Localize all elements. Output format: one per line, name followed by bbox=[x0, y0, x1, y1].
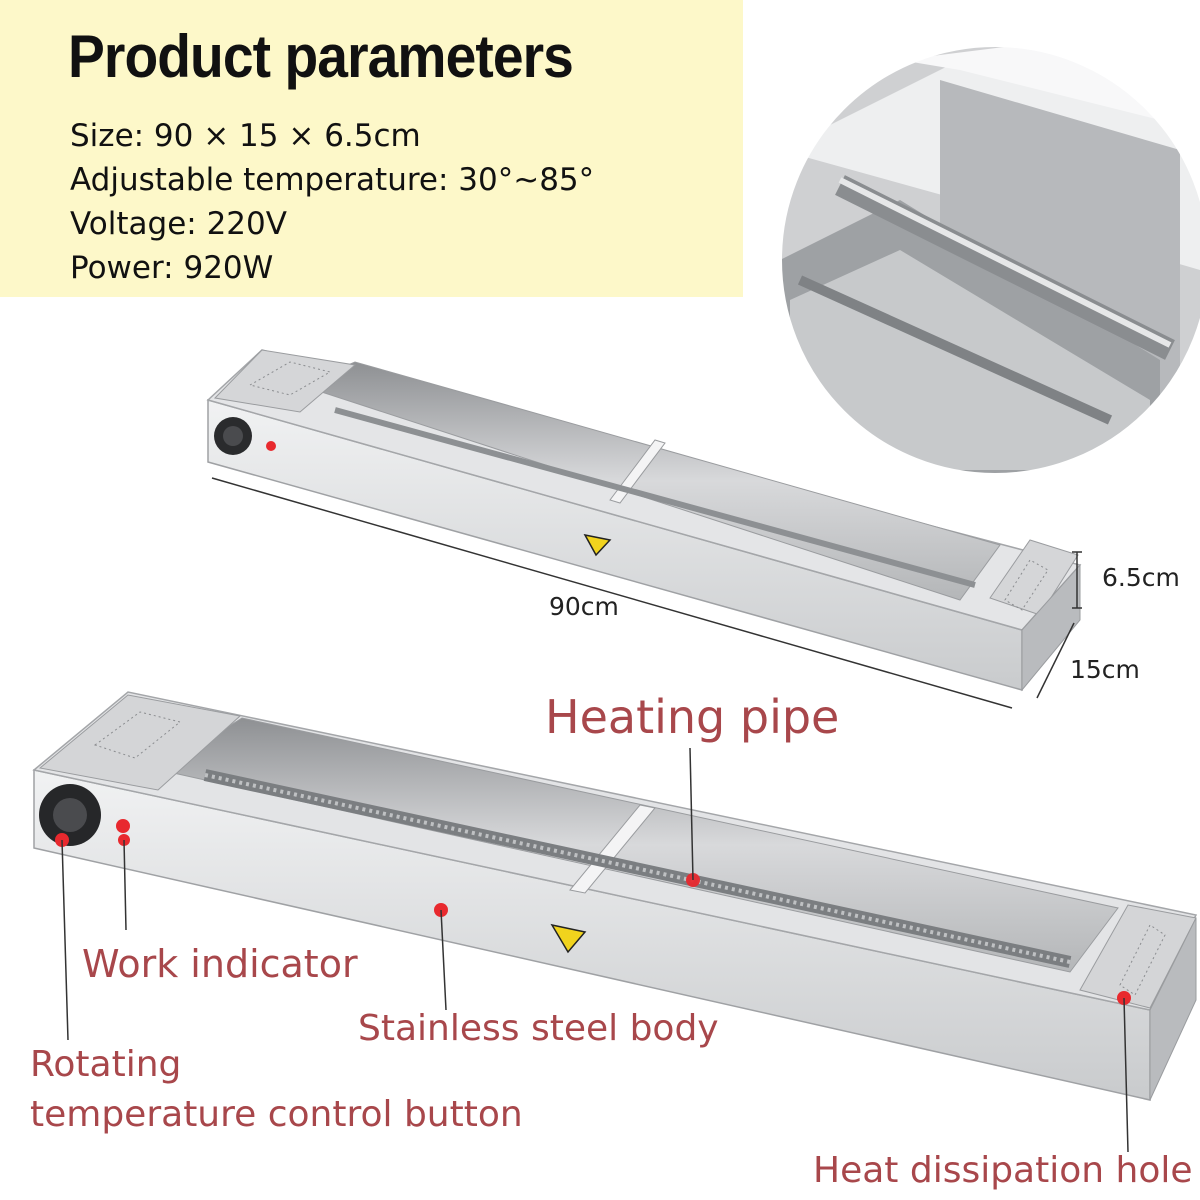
heat-hole-label: Heat dissipation hole bbox=[813, 1150, 1193, 1191]
parameters-panel: Product parameters Size: 90 × 15 × 6.5cm… bbox=[0, 0, 743, 297]
closeup-inset bbox=[778, 43, 1200, 477]
heating-pipe-label: Heating pipe bbox=[545, 690, 840, 744]
indicator-light-icon bbox=[266, 441, 276, 451]
param-temperature: Adjustable temperature: 30°~85° bbox=[70, 162, 595, 198]
control-button-label-2: temperature control button bbox=[30, 1094, 523, 1135]
height-label: 6.5cm bbox=[1102, 563, 1180, 592]
length-label: 90cm bbox=[549, 592, 619, 621]
control-button-label-1: Rotating bbox=[30, 1044, 182, 1085]
width-label: 15cm bbox=[1070, 655, 1140, 684]
param-size: Size: 90 × 15 × 6.5cm bbox=[70, 118, 421, 154]
upper-product bbox=[206, 349, 1082, 709]
body-label: Stainless steel body bbox=[358, 1008, 719, 1049]
parameters-title: Product parameters bbox=[68, 23, 574, 90]
work-indicator-label: Work indicator bbox=[82, 942, 358, 986]
param-power: Power: 920W bbox=[70, 250, 274, 286]
param-voltage: Voltage: 220V bbox=[70, 206, 287, 242]
warning-sign-icon bbox=[583, 533, 612, 557]
lower-product bbox=[32, 691, 1198, 1153]
